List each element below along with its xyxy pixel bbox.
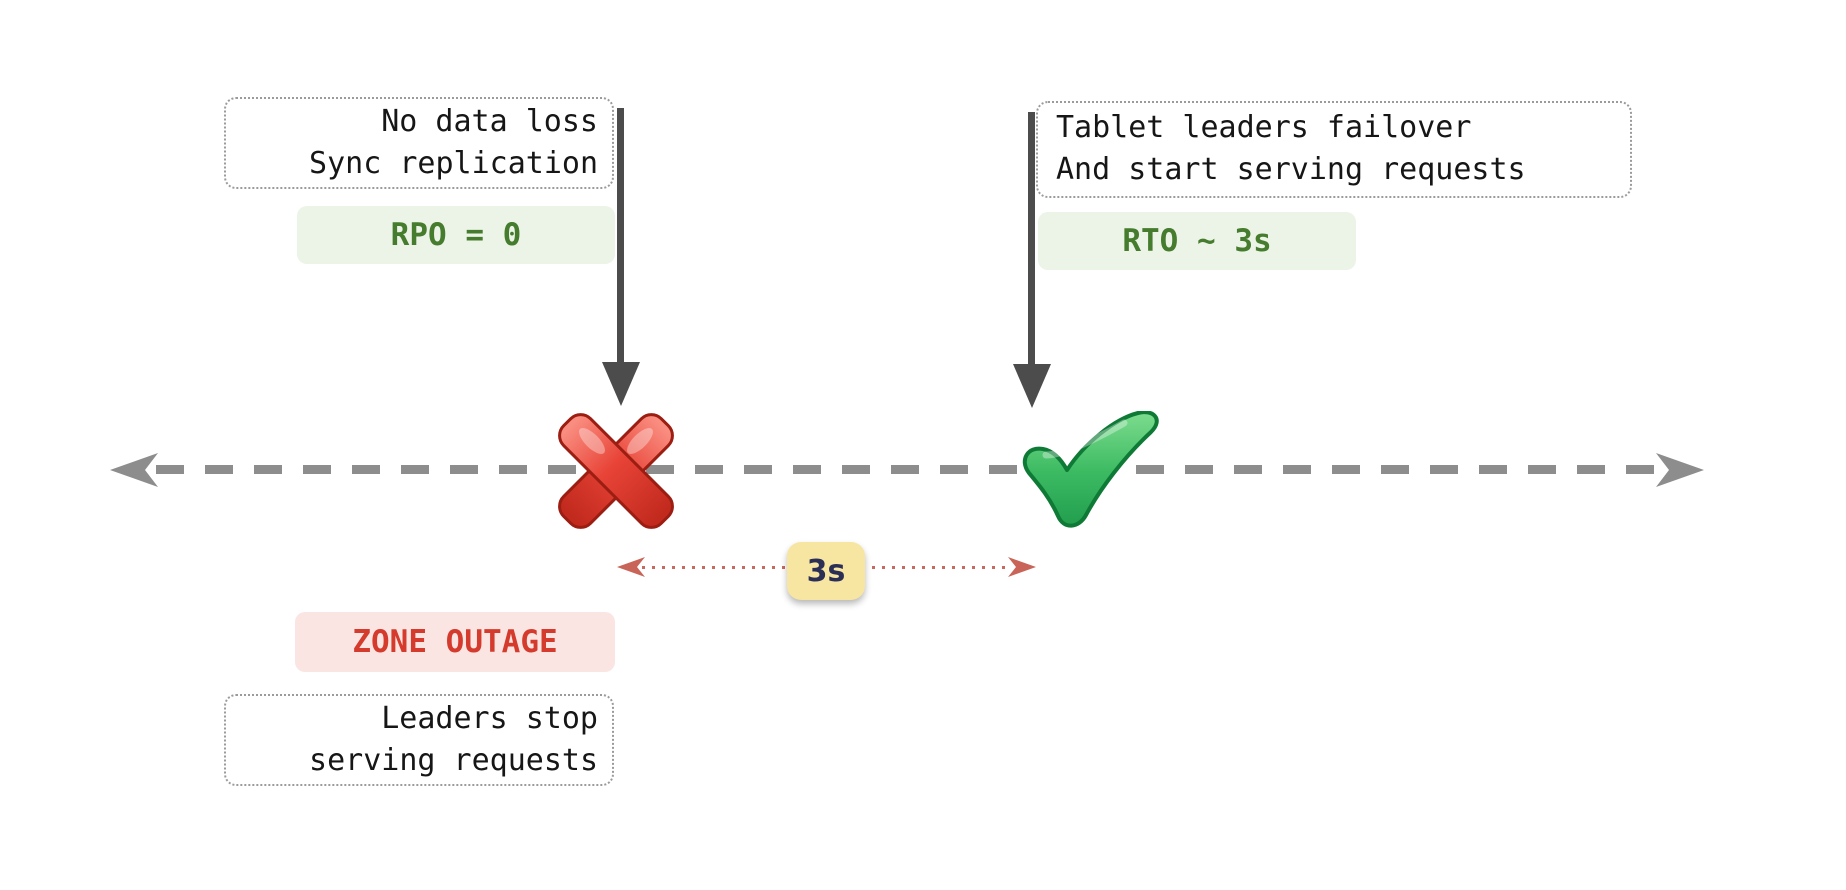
interval-right-arrowhead-icon: [1008, 557, 1036, 577]
note-line: Leaders stop: [381, 701, 598, 736]
timeline-left-arrowhead: [110, 453, 158, 487]
timeline-right-arrowhead: [1656, 453, 1704, 487]
sync-replication-note: No data loss Sync replication: [224, 97, 614, 189]
note-line: Sync replication: [309, 146, 598, 181]
rto-badge: RTO ~ 3s: [1038, 212, 1356, 270]
failover-pointer-arrowhead-icon: [1013, 364, 1051, 408]
outage-pointer-arrow: [617, 108, 624, 364]
interval-duration-badge: 3s: [787, 542, 865, 600]
check-mark-icon: [1022, 411, 1159, 528]
cross-mark-icon: [558, 413, 674, 529]
rpo-badge: RPO = 0: [297, 206, 615, 264]
note-line: Tablet leaders failover: [1056, 110, 1472, 145]
note-line: And start serving requests: [1056, 152, 1526, 187]
note-line: No data loss: [381, 104, 598, 139]
timeline-dashed-line: [156, 465, 1660, 474]
failover-note: Tablet leaders failover And start servin…: [1036, 101, 1632, 198]
failover-pointer-arrow: [1028, 112, 1035, 366]
outage-pointer-arrowhead-icon: [602, 362, 640, 406]
zone-outage-badge: ZONE OUTAGE: [295, 612, 615, 672]
note-line: serving requests: [309, 743, 598, 778]
leaders-stop-note: Leaders stop serving requests: [224, 694, 614, 786]
interval-left-arrowhead-icon: [617, 557, 645, 577]
